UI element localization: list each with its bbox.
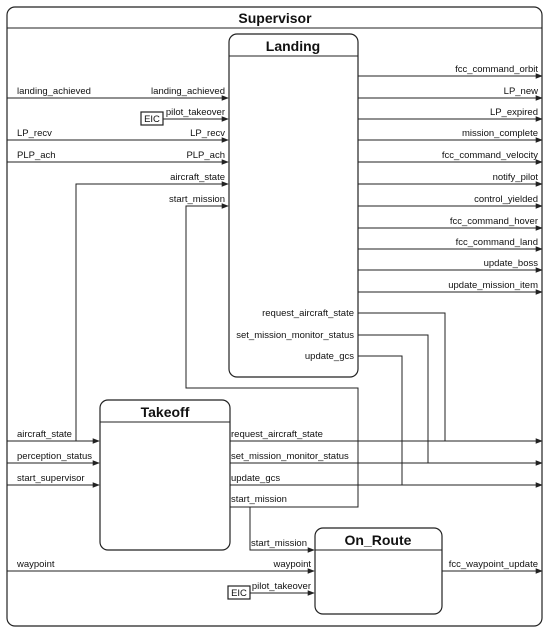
ext-aircraft-state-label: aircraft_state	[17, 429, 72, 440]
takeoff-out-update-gcs: update_gcs	[231, 473, 280, 484]
landing-out-update-boss: update_boss	[484, 258, 539, 269]
landing-eic-box	[140, 111, 164, 126]
landing-out-lp-new: LP_new	[504, 86, 538, 97]
landing-out-mission-complete: mission_complete	[462, 128, 538, 139]
wire-landing-request-aircraft-state	[358, 312, 446, 441]
onroute-eic-box	[227, 585, 251, 600]
landing-int-update-gcs: update_gcs	[305, 351, 354, 362]
wire-landing-update-gcs	[358, 355, 403, 485]
landing-int-request-aircraft-state: request_aircraft_state	[262, 308, 354, 319]
landing-block	[228, 33, 359, 378]
supervisor-title: Supervisor	[238, 10, 312, 26]
ext-start-supervisor-label: start_supervisor	[17, 473, 85, 484]
landing-out-fcc-command-hover: fcc_command_hover	[450, 216, 538, 227]
landing-in-plp-ach: PLP_ach	[186, 150, 225, 161]
onroute-in-start-mission: start_mission	[251, 538, 307, 549]
landing-in-start-mission: start_mission	[169, 194, 225, 205]
landing-out-fcc-command-land: fcc_command_land	[456, 237, 538, 248]
wire-aircraft-state-to-landing	[75, 181, 229, 441]
ext-plp-ach-label: PLP_ach	[17, 150, 56, 161]
landing-in-aircraft-state: aircraft_state	[170, 172, 225, 183]
landing-out-notify-pilot: notify_pilot	[493, 172, 539, 183]
landing-out-lp-expired: LP_expired	[490, 107, 538, 118]
landing-out-fcc-command-orbit: fcc_command_orbit	[455, 64, 538, 75]
wire-landing-set-mission-monitor-status	[358, 334, 429, 463]
takeoff-out-start-mission: start_mission	[231, 494, 287, 505]
landing-in-lp-recv: LP_recv	[190, 128, 225, 139]
takeoff-title: Takeoff	[141, 404, 190, 420]
landing-out-fcc-command-velocity: fcc_command_velocity	[442, 150, 538, 161]
ext-landing-achieved-label: landing_achieved	[17, 86, 91, 97]
takeoff-out-request-aircraft-state: request_aircraft_state	[231, 429, 323, 440]
landing-out-control-yielded: control_yielded	[474, 194, 538, 205]
onroute-in-waypoint: waypoint	[273, 559, 312, 570]
landing-in-landing-achieved: landing_achieved	[151, 86, 225, 97]
takeoff-block	[99, 399, 231, 551]
onroute-out-fcc-waypoint-update: fcc_waypoint_update	[449, 559, 538, 570]
wires	[7, 73, 543, 596]
takeoff-out-set-mission-monitor-status: set_mission_monitor_status	[231, 451, 349, 462]
wire-start-mission-to-landing	[185, 203, 359, 508]
ext-perception-status-label: perception_status	[17, 451, 92, 462]
ext-lp-recv-label: LP_recv	[17, 128, 52, 139]
landing-int-set-mission-monitor-status: set_mission_monitor_status	[236, 330, 354, 341]
landing-title: Landing	[266, 38, 320, 54]
onroute-in-pilot-takeover: pilot_takeover	[252, 581, 311, 592]
ext-waypoint-label: waypoint	[16, 559, 55, 570]
landing-eic-label: EIC	[144, 114, 160, 125]
on-route-title: On_Route	[345, 532, 412, 548]
landing-in-pilot-takeover: pilot_takeover	[166, 107, 225, 118]
wire-start-mission-to-onroute	[249, 507, 315, 553]
onroute-eic-label: EIC	[231, 588, 247, 599]
landing-out-update-mission-item: update_mission_item	[448, 280, 538, 291]
